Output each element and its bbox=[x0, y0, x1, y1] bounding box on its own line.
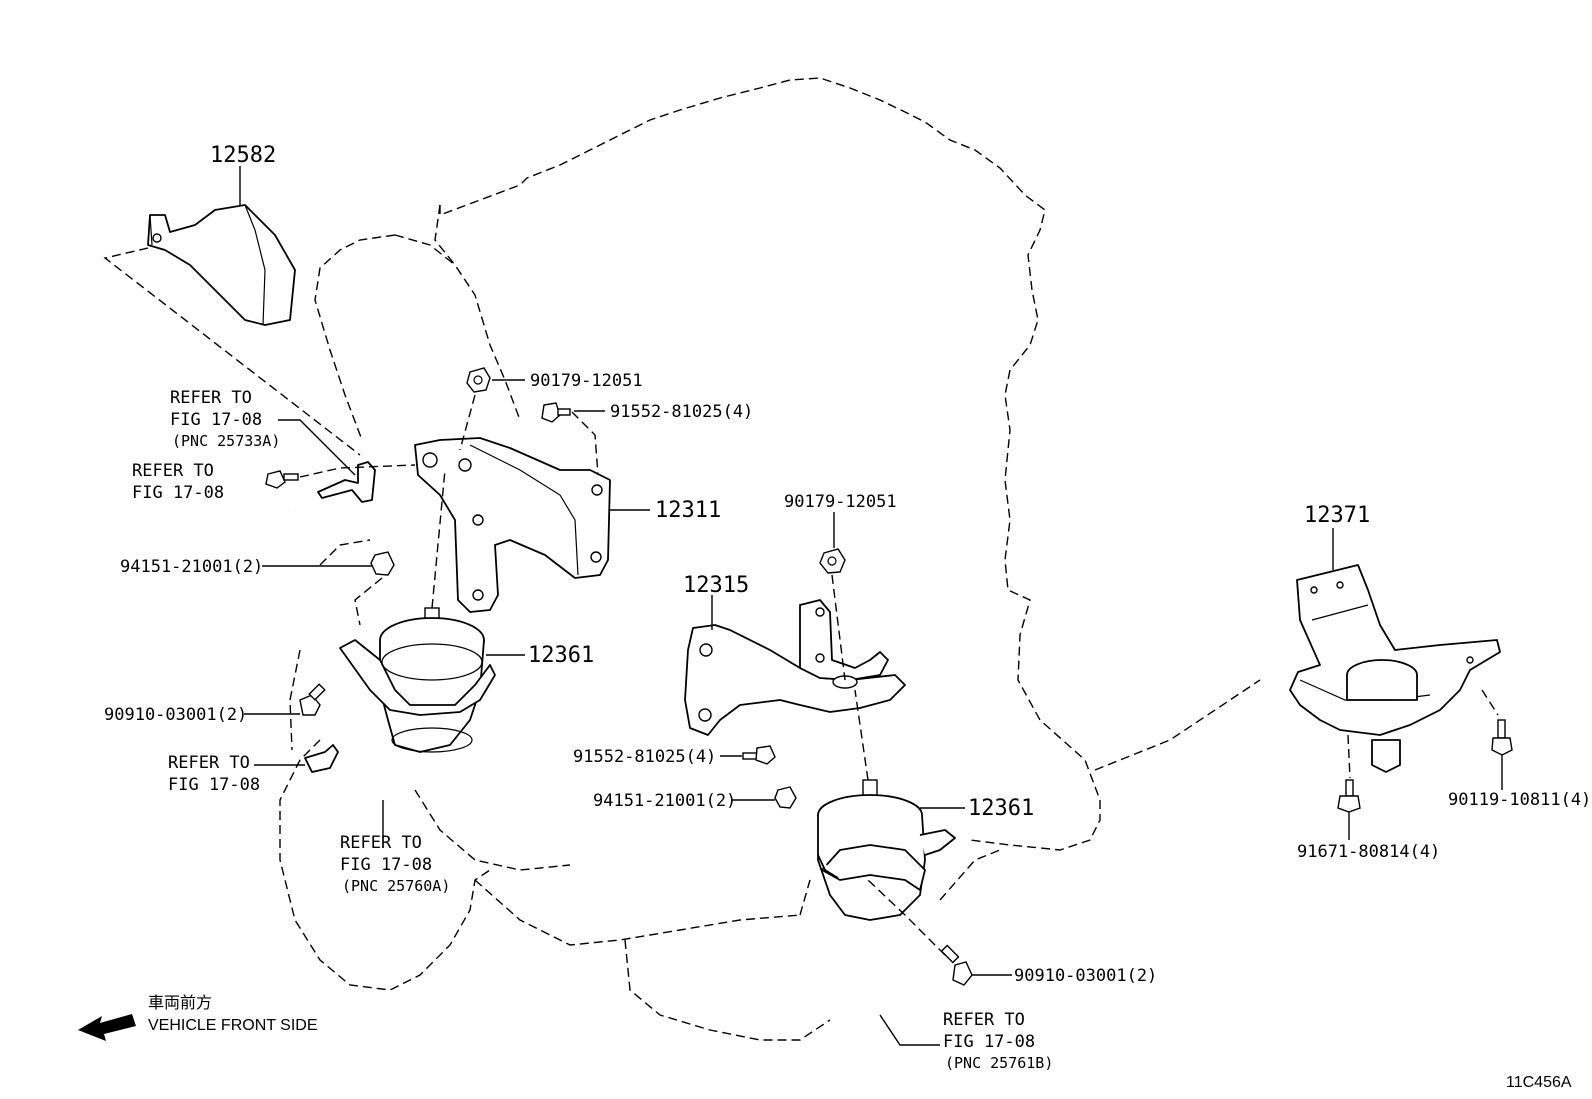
label-12371: 12371 bbox=[1304, 503, 1370, 528]
svg-text:FIG 17-08: FIG 17-08 bbox=[943, 1032, 1035, 1052]
label-12361-left: 12361 bbox=[528, 643, 594, 668]
svg-text:REFER TO: REFER TO bbox=[132, 461, 214, 481]
label-90119: 90119-10811(4) bbox=[1448, 790, 1591, 810]
svg-text:REFER TO: REFER TO bbox=[340, 833, 422, 853]
bolt-91671[interactable] bbox=[1337, 779, 1361, 813]
label-12315: 12315 bbox=[683, 573, 749, 598]
label-91552-top: 91552-81025(4) bbox=[610, 402, 753, 422]
bolt-91552-mid[interactable] bbox=[742, 745, 776, 765]
refer-25760a: REFER TO FIG 17-08 (PNC 25760A) bbox=[340, 833, 450, 895]
part-12361-left-mount[interactable] bbox=[339, 607, 496, 753]
nut-94151-mid[interactable] bbox=[774, 786, 797, 809]
label-12311: 12311 bbox=[655, 498, 721, 523]
label-12582: 12582 bbox=[210, 143, 276, 168]
figure-code: 11C456A bbox=[1506, 1074, 1572, 1091]
nut-90179-top[interactable] bbox=[466, 367, 491, 393]
nut-90179-mid[interactable] bbox=[819, 548, 846, 574]
label-94151-mid: 94151-21001(2) bbox=[593, 791, 736, 811]
engine-outline bbox=[279, 77, 1261, 1041]
svg-text:REFER TO: REFER TO bbox=[170, 388, 252, 408]
label-91552-mid: 91552-81025(4) bbox=[573, 747, 716, 767]
part-12315-bracket[interactable] bbox=[684, 599, 906, 736]
label-90179-mid: 90179-12051 bbox=[784, 492, 897, 512]
part-12371-rear-mount[interactable] bbox=[1289, 564, 1501, 773]
label-94151-left: 94151-21001(2) bbox=[120, 557, 263, 577]
bolt-91552-top[interactable] bbox=[541, 402, 571, 423]
svg-text:VEHICLE FRONT SIDE: VEHICLE FRONT SIDE bbox=[148, 1017, 318, 1034]
part-12361-right-mount[interactable] bbox=[817, 779, 956, 921]
label-90179-top: 90179-12051 bbox=[530, 371, 643, 391]
refer-25761b: REFER TO FIG 17-08 (PNC 25761B) bbox=[943, 1010, 1053, 1072]
svg-text:(PNC 25733A): (PNC 25733A) bbox=[172, 432, 280, 450]
svg-text:REFER TO: REFER TO bbox=[168, 753, 250, 773]
bolt-refer-left[interactable] bbox=[265, 470, 299, 489]
bolt-90119[interactable] bbox=[1491, 719, 1513, 756]
svg-text:REFER TO: REFER TO bbox=[943, 1010, 1025, 1030]
svg-text:FIG 17-08: FIG 17-08 bbox=[168, 775, 260, 795]
vehicle-front-legend: 車両前方 VEHICLE FRONT SIDE bbox=[78, 994, 318, 1041]
nut-94151-left[interactable] bbox=[370, 551, 395, 576]
front-arrow-icon bbox=[78, 1014, 136, 1041]
refer-fig-clip: REFER TO FIG 17-08 bbox=[168, 753, 260, 795]
svg-text:(PNC 25760A): (PNC 25760A) bbox=[342, 877, 450, 895]
svg-text:FIG 17-08: FIG 17-08 bbox=[340, 855, 432, 875]
clip-left[interactable] bbox=[304, 744, 339, 773]
svg-text:FIG 17-08: FIG 17-08 bbox=[132, 483, 224, 503]
clamp-90910-right[interactable] bbox=[940, 944, 973, 986]
svg-text:車両前方: 車両前方 bbox=[148, 994, 212, 1012]
clip-bracket-top[interactable] bbox=[317, 461, 376, 503]
label-90910-left: 90910-03001(2) bbox=[104, 705, 247, 725]
label-91671: 91671-80814(4) bbox=[1297, 842, 1440, 862]
refer-fig-bolt: REFER TO FIG 17-08 bbox=[132, 461, 224, 503]
clamp-90910-left[interactable] bbox=[299, 683, 326, 716]
label-12361-right: 12361 bbox=[968, 796, 1034, 821]
part-12582-shield[interactable] bbox=[147, 204, 296, 326]
label-90910-right: 90910-03001(2) bbox=[1014, 966, 1157, 986]
refer-25733a: REFER TO FIG 17-08 (PNC 25733A) bbox=[170, 388, 280, 450]
part-12311-bracket[interactable] bbox=[414, 437, 611, 613]
svg-text:FIG 17-08: FIG 17-08 bbox=[170, 410, 262, 430]
svg-text:(PNC 25761B): (PNC 25761B) bbox=[945, 1054, 1053, 1072]
